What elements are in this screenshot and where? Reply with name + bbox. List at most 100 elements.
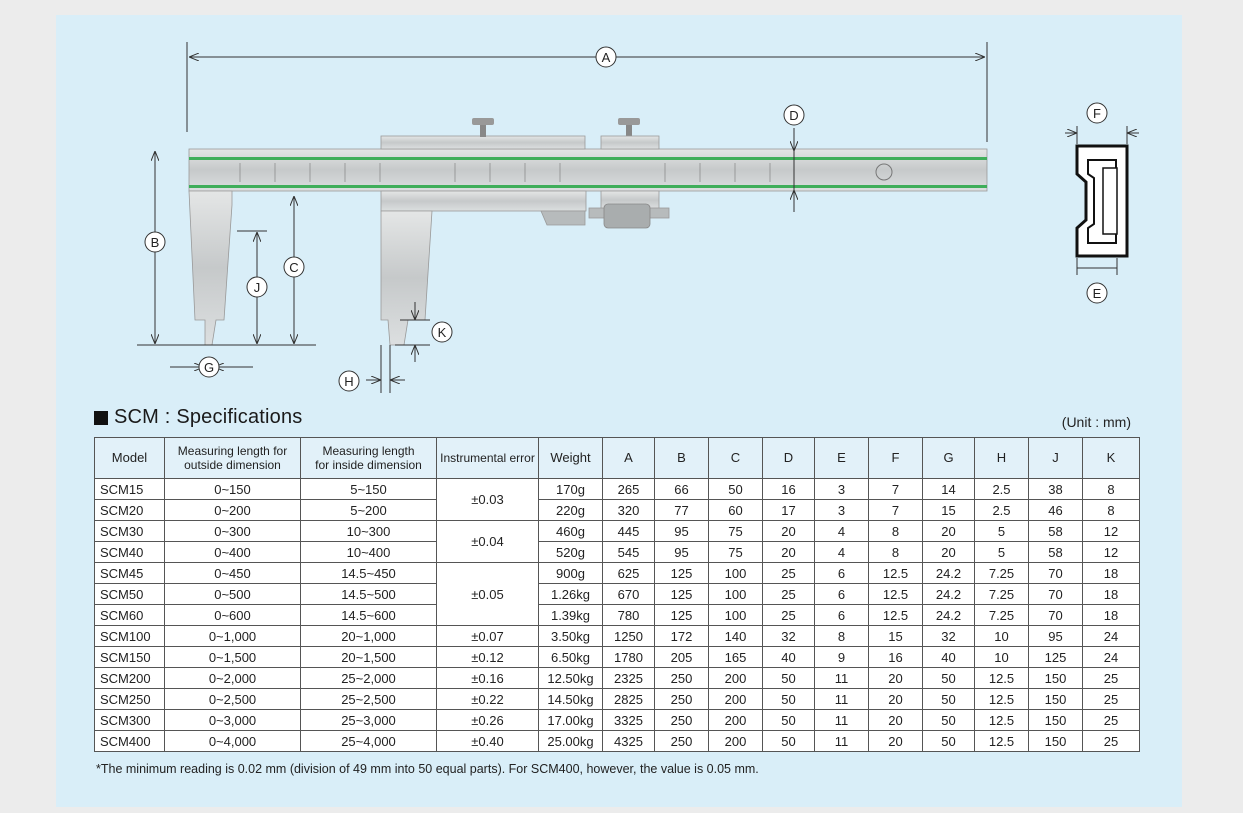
- cell-dim: 445: [602, 520, 655, 542]
- cell-model: SCM300: [94, 709, 165, 731]
- cell-dim: 125: [654, 583, 709, 605]
- cell-dim: 20: [868, 730, 923, 752]
- cell-dim: 24.2: [922, 583, 975, 605]
- spec-title-text: SCM : Specifications: [114, 406, 303, 428]
- cell-dim: 4325: [602, 730, 655, 752]
- cell-model: SCM100: [94, 625, 165, 647]
- cell-dim: 8: [868, 520, 923, 542]
- cell-dim: 2.5: [974, 478, 1029, 500]
- cell-dim: 12: [1082, 541, 1140, 563]
- cell-outside: 0~200: [164, 499, 301, 521]
- cell-outside: 0~1,000: [164, 625, 301, 647]
- cell-dim: 100: [708, 604, 763, 626]
- header-error: Instrumental error: [436, 437, 539, 479]
- header-k: K: [1082, 437, 1140, 479]
- cell-weight: 14.50kg: [538, 688, 603, 710]
- cell-dim: 9: [814, 646, 869, 668]
- cell-dim: 12: [1082, 520, 1140, 542]
- cell-dim: 20: [762, 541, 815, 563]
- cell-model: SCM15: [94, 478, 165, 500]
- cell-dim: 77: [654, 499, 709, 521]
- cell-dim: 24: [1082, 646, 1140, 668]
- cell-dim: 200: [708, 730, 763, 752]
- cell-model: SCM250: [94, 688, 165, 710]
- cell-weight: 170g: [538, 478, 603, 500]
- cell-dim: 200: [708, 688, 763, 710]
- header-a: A: [602, 437, 655, 479]
- cell-dim: 12.5: [868, 583, 923, 605]
- cell-inside: 5~150: [300, 478, 437, 500]
- cell-weight: 1.26kg: [538, 583, 603, 605]
- cell-model: SCM150: [94, 646, 165, 668]
- cell-dim: 780: [602, 604, 655, 626]
- cell-outside: 0~500: [164, 583, 301, 605]
- unit-label: (Unit : mm): [1061, 414, 1131, 430]
- cell-outside: 0~600: [164, 604, 301, 626]
- cell-dim: 11: [814, 709, 869, 731]
- cell-dim: 250: [654, 730, 709, 752]
- label-h: H: [344, 374, 353, 389]
- cell-dim: 250: [654, 667, 709, 689]
- cell-dim: 200: [708, 667, 763, 689]
- cell-dim: 3: [814, 478, 869, 500]
- cell-error: ±0.26: [436, 709, 539, 731]
- cell-dim: 58: [1028, 541, 1083, 563]
- cell-outside: 0~4,000: [164, 730, 301, 752]
- label-j: J: [254, 280, 261, 295]
- cell-inside: 14.5~450: [300, 562, 437, 584]
- header-h: H: [974, 437, 1029, 479]
- cell-weight: 520g: [538, 541, 603, 563]
- cell-dim: 205: [654, 646, 709, 668]
- cell-dim: 10: [974, 625, 1029, 647]
- cell-dim: 1780: [602, 646, 655, 668]
- cell-dim: 3: [814, 499, 869, 521]
- cell-dim: 70: [1028, 604, 1083, 626]
- cell-inside: 25~2,500: [300, 688, 437, 710]
- cell-dim: 140: [708, 625, 763, 647]
- cell-outside: 0~2,500: [164, 688, 301, 710]
- cell-dim: 14: [922, 478, 975, 500]
- cell-outside: 0~2,000: [164, 667, 301, 689]
- cell-model: SCM200: [94, 667, 165, 689]
- cell-dim: 20: [922, 520, 975, 542]
- cell-inside: 20~1,000: [300, 625, 437, 647]
- cell-dim: 15: [868, 625, 923, 647]
- header-j: J: [1028, 437, 1083, 479]
- cell-dim: 7: [868, 499, 923, 521]
- cell-dim: 625: [602, 562, 655, 584]
- cell-weight: 460g: [538, 520, 603, 542]
- cell-dim: 18: [1082, 604, 1140, 626]
- cell-weight: 220g: [538, 499, 603, 521]
- cell-dim: 150: [1028, 709, 1083, 731]
- cell-outside: 0~1,500: [164, 646, 301, 668]
- cell-dim: 150: [1028, 667, 1083, 689]
- cell-dim: 58: [1028, 520, 1083, 542]
- cell-dim: 20: [868, 667, 923, 689]
- cell-dim: 66: [654, 478, 709, 500]
- cell-dim: 7.25: [974, 604, 1029, 626]
- header-c: C: [708, 437, 763, 479]
- cell-dim: 18: [1082, 583, 1140, 605]
- cell-dim: 670: [602, 583, 655, 605]
- cell-dim: 24.2: [922, 604, 975, 626]
- cell-dim: 6: [814, 562, 869, 584]
- cell-dim: 12.5: [974, 730, 1029, 752]
- cell-inside: 20~1,500: [300, 646, 437, 668]
- cell-error: ±0.03: [436, 478, 539, 521]
- cell-inside: 10~300: [300, 520, 437, 542]
- cell-dim: 25: [1082, 709, 1140, 731]
- cell-dim: 24: [1082, 625, 1140, 647]
- cell-dim: 12.5: [974, 709, 1029, 731]
- cell-dim: 25: [1082, 730, 1140, 752]
- cell-dim: 165: [708, 646, 763, 668]
- cell-dim: 8: [1082, 478, 1140, 500]
- label-d: D: [789, 108, 798, 123]
- cell-dim: 2325: [602, 667, 655, 689]
